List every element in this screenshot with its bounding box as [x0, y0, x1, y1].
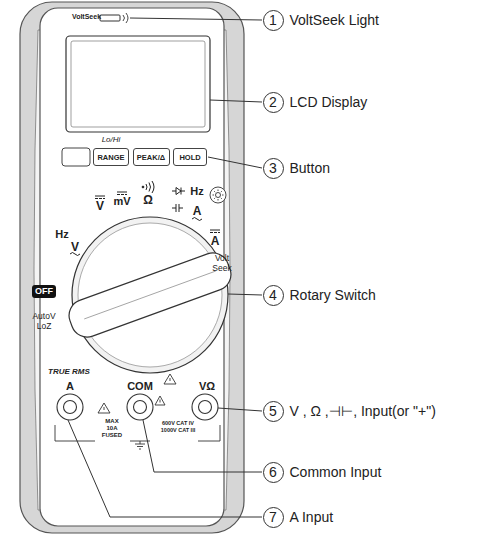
voltseek-lamp — [100, 15, 120, 21]
callout-circle: 1VoltSeek Light — [263, 10, 284, 31]
dial-mark: V — [71, 241, 79, 253]
device-name: VoltSeek — [72, 13, 101, 20]
blank-button — [62, 148, 90, 166]
callout-label: LCD Display — [290, 95, 368, 109]
dial-mark: A — [193, 205, 202, 217]
off-mark: OFF — [32, 285, 56, 298]
fuse-rating: MAX — [105, 418, 118, 424]
callout-circle: 5V , Ω ,⊣⊢, Input(or "+") — [263, 401, 284, 422]
callout-number: 5 — [264, 402, 283, 421]
callout-circle: 6Common Input — [263, 462, 284, 483]
fuse-rating: 10A — [106, 425, 117, 431]
dial-mark: Hz — [55, 229, 68, 240]
callout-circle: 7A Input — [263, 507, 284, 528]
button-label: PEAK/Δ — [137, 153, 165, 162]
callout-number: 6 — [264, 463, 283, 482]
callout-label: Rotary Switch — [290, 288, 376, 302]
warning-symbols — [98, 374, 176, 413]
dial-mark: V — [96, 200, 104, 212]
rotary-knob — [65, 248, 236, 341]
callout-number: 3 — [264, 159, 283, 178]
lcd-window — [71, 41, 205, 127]
jack-label: VΩ — [199, 381, 215, 392]
callout-label: V , Ω ,⊣⊢, Input(or "+") — [290, 404, 436, 418]
callout-label: Common Input — [290, 465, 382, 479]
dial-mark: Ω — [143, 194, 153, 206]
dial-mark: LoZ — [37, 322, 52, 331]
jack-bracket — [55, 425, 220, 449]
callout-number: 7 — [264, 508, 283, 527]
button-function: Lo/Hi — [102, 136, 121, 144]
callout-circle: 3Button — [263, 158, 284, 179]
dial-mark: AutoV — [32, 312, 55, 321]
jack-label: A — [66, 381, 74, 392]
dial-mark: Volt — [215, 254, 229, 263]
button-label: RANGE — [97, 153, 124, 162]
dial-mark: A — [211, 235, 220, 247]
callout-circle: 2LCD Display — [263, 92, 284, 113]
panel-text: TRUE RMS — [48, 368, 90, 376]
voltseek-waves — [123, 13, 128, 23]
dial-mark: Seek — [212, 264, 231, 273]
callout-circle: 4Rotary Switch — [263, 285, 284, 306]
leader-lines — [68, 18, 262, 517]
callout-label: A Input — [290, 510, 334, 524]
dial-mark: Hz — [190, 186, 203, 197]
push-button: PEAK/Δ — [133, 148, 170, 166]
push-button: RANGE — [93, 148, 129, 166]
callout-number: 1 — [264, 11, 283, 30]
push-button: HOLD — [173, 148, 207, 166]
fuse-rating: FUSED — [102, 432, 122, 438]
callout-number: 2 — [264, 93, 283, 112]
backlight-icon — [210, 187, 226, 203]
callout-label: Button — [290, 161, 330, 175]
callout-number: 4 — [264, 286, 283, 305]
jack-label: COM — [127, 381, 153, 392]
input-jacks — [57, 394, 218, 420]
dial-mark: mV — [113, 196, 130, 207]
button-label: HOLD — [179, 153, 200, 162]
lcd-display — [66, 36, 210, 132]
holster — [20, 2, 244, 533]
safety-rating: 600V CAT IV — [162, 421, 194, 427]
safety-rating: 1000V CAT III — [161, 428, 195, 434]
callout-label: VoltSeek Light — [290, 13, 380, 27]
